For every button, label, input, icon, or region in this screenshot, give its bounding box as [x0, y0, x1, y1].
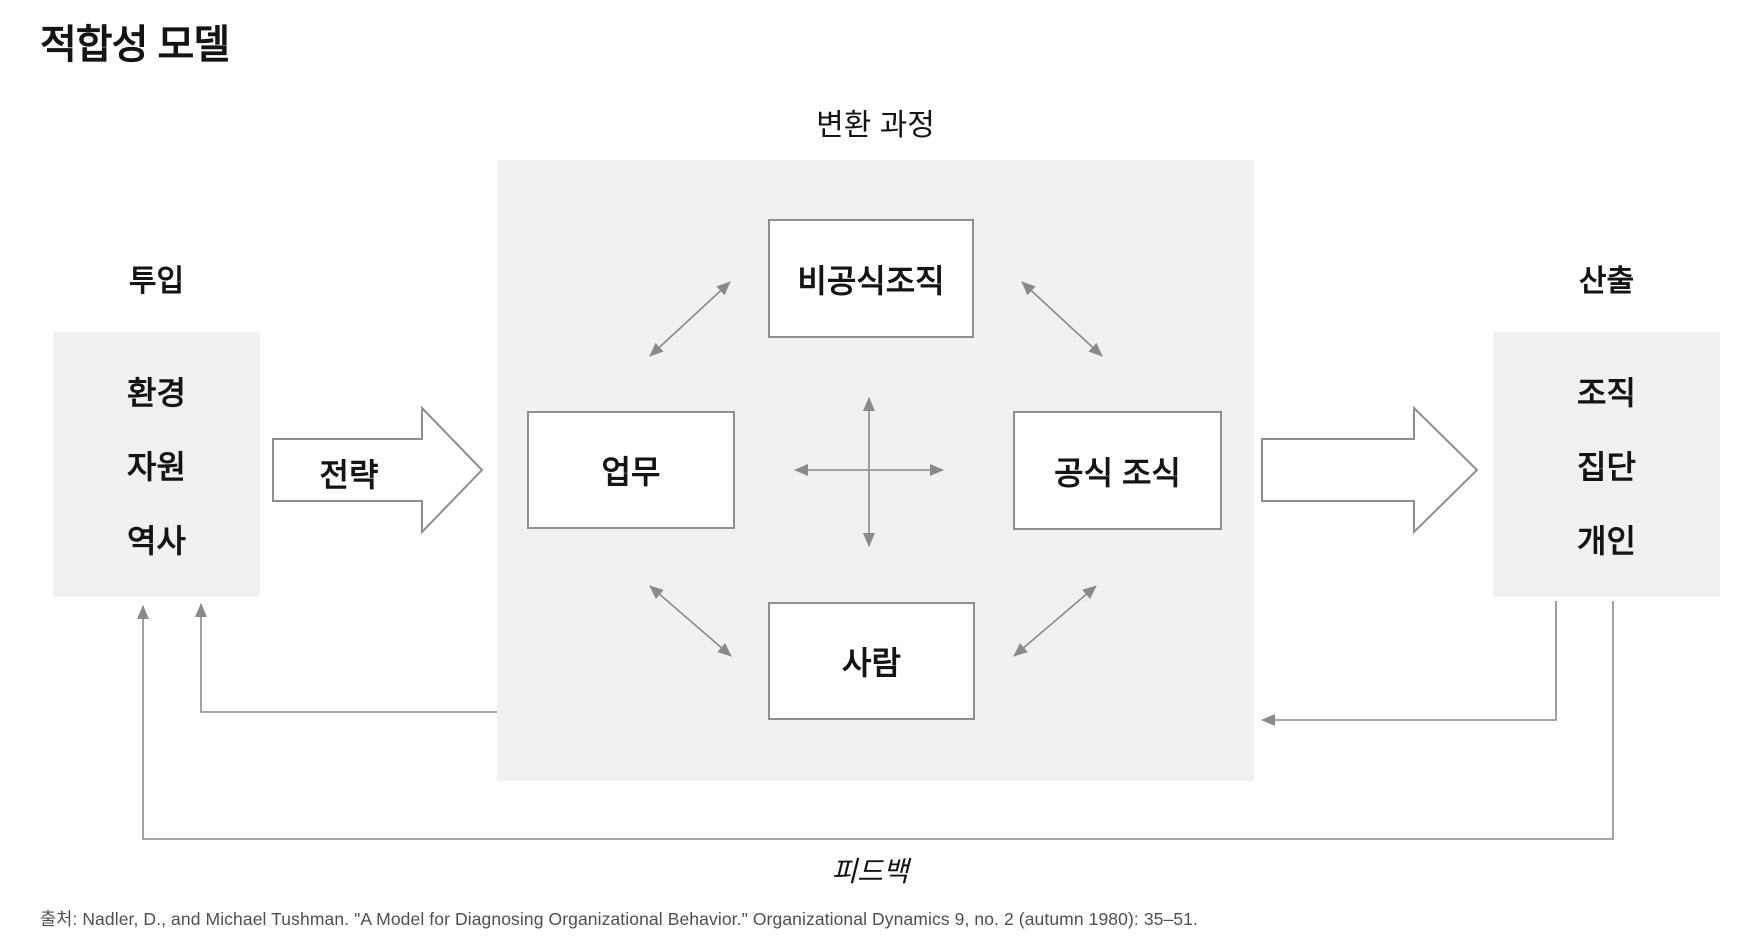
- input-item-history: 역사: [127, 522, 186, 559]
- output-item-group: 집단: [1577, 448, 1636, 485]
- output-panel: 조직 집단 개인: [1493, 332, 1720, 597]
- strategy-block-arrow-icon: [272, 405, 484, 535]
- output-label: 산출: [1578, 265, 1635, 298]
- arrow-work-people-icon: [649, 585, 732, 657]
- input-panel: 환경 자원 역사: [53, 332, 260, 597]
- node-work: 업무: [527, 411, 735, 529]
- feedback-output-to-input-arrow-icon: [137, 601, 1614, 840]
- arrow-work-informal-icon: [649, 281, 731, 357]
- node-formal-organization: 공식 조식: [1013, 411, 1222, 530]
- feedback-transformation-to-input-arrow-icon: [195, 603, 497, 713]
- input-item-resources: 자원: [127, 448, 186, 485]
- output-item-individual: 개인: [1577, 522, 1636, 559]
- strategy-arrow-label: 전략: [319, 457, 379, 493]
- feedback-output-to-transformation-arrow-icon: [1261, 601, 1557, 726]
- output-item-organization: 조직: [1577, 374, 1636, 411]
- input-item-environment: 환경: [127, 374, 186, 411]
- arrow-formal-people-icon: [1013, 585, 1097, 657]
- source-citation: 출처: Nadler, D., and Michael Tushman. "A …: [40, 909, 1198, 929]
- output-block-arrow-icon: [1261, 405, 1479, 535]
- node-people: 사람: [768, 602, 975, 720]
- page-title: 적합성 모델: [40, 23, 230, 67]
- arrow-informal-formal-icon: [1021, 281, 1103, 357]
- transformation-process-label: 변환 과정: [816, 109, 935, 142]
- node-informal-organization: 비공식조직: [768, 219, 974, 338]
- feedback-label: 피드백: [831, 856, 909, 887]
- input-label: 투입: [128, 265, 185, 298]
